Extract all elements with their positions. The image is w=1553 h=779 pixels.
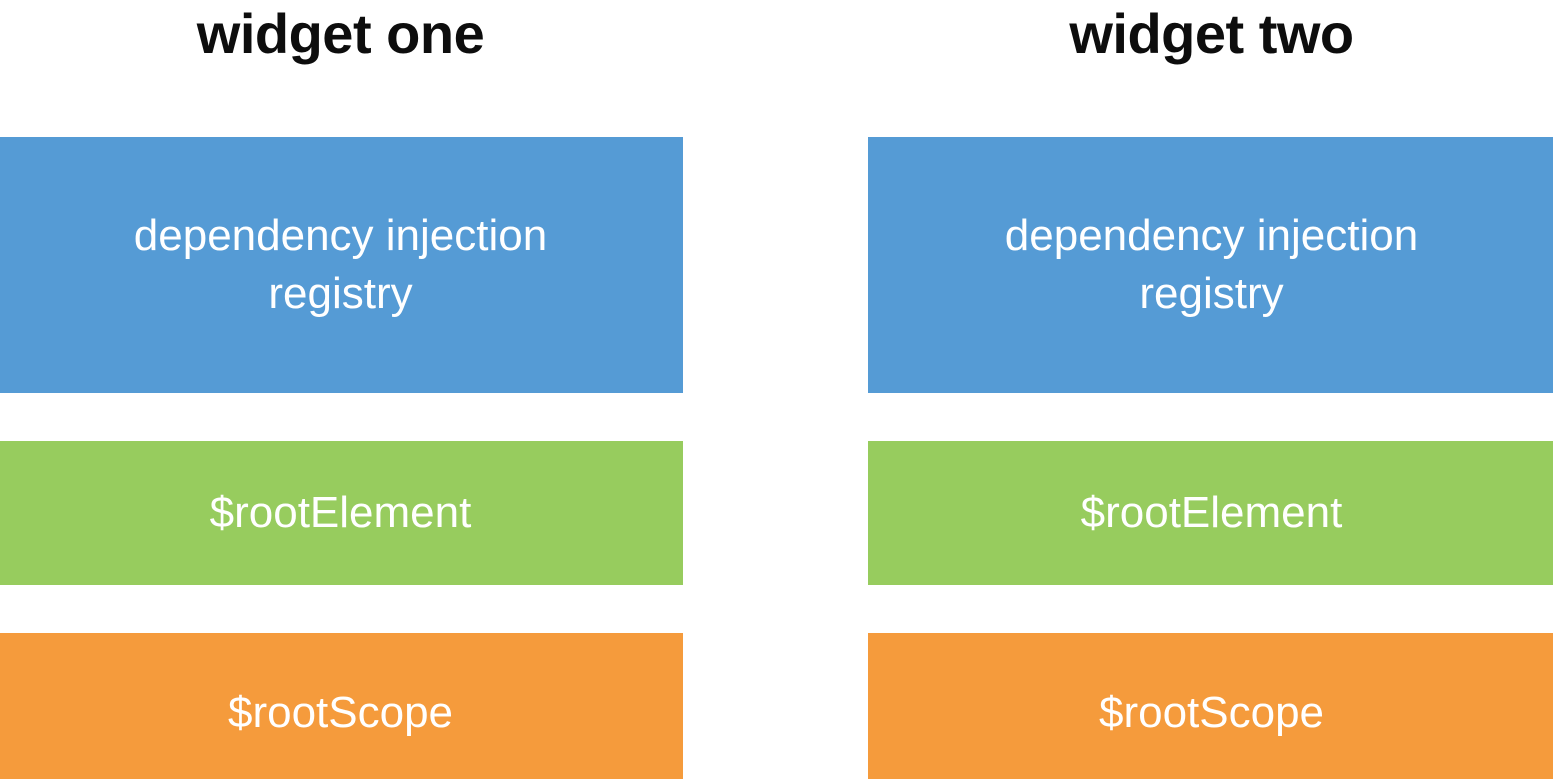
widget-column-one: widget one dependency injection registry… [0, 0, 683, 779]
block-label: $rootScope [227, 687, 454, 737]
block-label: dependency injection registry [133, 210, 548, 318]
column-title-widget-one: widget one [196, 2, 485, 65]
block-label: $rootElement [209, 487, 472, 537]
widget-column-two: widget two dependency injection registry… [868, 0, 1553, 779]
block-dependency-injection-registry-one: dependency injection registry [0, 137, 683, 393]
block-root-scope-one: $rootScope [0, 633, 683, 779]
block-label: dependency injection registry [1004, 210, 1419, 318]
block-label: $rootScope [1098, 687, 1325, 737]
block-root-element-one: $rootElement [0, 441, 683, 585]
column-title-widget-two: widget two [1069, 2, 1354, 65]
block-root-element-two: $rootElement [868, 441, 1553, 585]
block-root-scope-two: $rootScope [868, 633, 1553, 779]
block-dependency-injection-registry-two: dependency injection registry [868, 137, 1553, 393]
block-label: $rootElement [1080, 487, 1343, 537]
